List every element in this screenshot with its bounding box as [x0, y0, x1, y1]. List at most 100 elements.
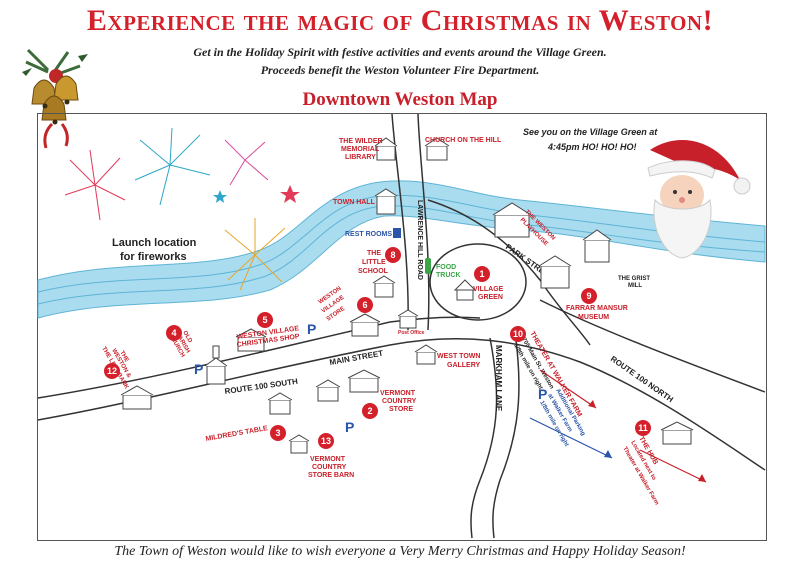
label-west-town-line1: WEST TOWN — [437, 353, 480, 360]
label-vermont-store-line3: STORE — [389, 406, 413, 413]
label-wilder-line1: THE WILDER — [339, 138, 383, 145]
marker-5: 5 — [257, 312, 273, 328]
marker-10: 10 — [510, 326, 526, 342]
label-food-truck-line1: FOOD — [436, 264, 456, 271]
map-title: Downtown Weston Map — [302, 89, 498, 110]
parking-icon: P — [345, 419, 354, 435]
marker-2: 2 — [362, 403, 378, 419]
road-label-lawrence-hill: LAWRENCE HILL ROAD — [416, 200, 423, 280]
marker-9: 9 — [581, 288, 597, 304]
label-vcs-barn-line2: COUNTRY — [312, 464, 347, 471]
svg-text:8: 8 — [390, 250, 395, 260]
map-frame — [37, 113, 767, 541]
label-wilder-line2: MEMORIAL — [341, 146, 380, 153]
parking-icon: P — [194, 361, 203, 377]
food-truck-icon — [425, 258, 431, 274]
building-icon — [315, 379, 341, 402]
building-icon — [492, 202, 532, 238]
footer-message: The Town of Weston would like to wish ev… — [114, 544, 686, 559]
svg-text:3: 3 — [275, 428, 280, 438]
santa-message-line1: See you on the Village Green at — [523, 127, 658, 137]
building-icon — [374, 137, 398, 161]
subtitle-line-2: Proceeds benefit the Weston Volunteer Fi… — [260, 63, 540, 77]
marker-8: 8 — [385, 247, 401, 263]
road-network — [37, 113, 766, 539]
label-village-green-line1: VILLAGE — [473, 286, 504, 293]
building-icon — [288, 434, 310, 454]
subtitle-line-1: Get in the Holiday Spirit with festive a… — [193, 45, 607, 59]
label-little-school-line3: SCHOOL — [358, 268, 389, 275]
fireworks-label-line1: Launch location — [112, 237, 197, 249]
label-vcs-barn-line1: VERMONT — [310, 456, 346, 463]
marker-13: 13 — [318, 433, 334, 449]
building-icon — [397, 309, 419, 329]
svg-text:2: 2 — [367, 406, 372, 416]
label-food-truck-line2: TRUCK — [436, 272, 461, 279]
restroom-icon — [393, 228, 401, 238]
marker-4: 4 — [166, 325, 182, 341]
road-label-markham-lane: MARKHAM LANE — [494, 345, 503, 412]
label-old-parish-line1: OLD — [181, 330, 193, 345]
fireworks-icon — [64, 127, 300, 291]
label-farrar-line2: MUSEUM — [578, 314, 609, 321]
parking-icon: P — [538, 386, 547, 402]
building-icon — [414, 344, 438, 365]
label-wilder-line3: LIBRARY — [345, 154, 376, 161]
building-icon — [267, 392, 293, 415]
svg-text:12: 12 — [107, 366, 117, 376]
building-icon — [235, 328, 267, 352]
label-little-school-line1: THE — [367, 250, 381, 257]
label-farrar-line1: FARRAR MANSUR — [566, 305, 628, 312]
river — [37, 180, 766, 319]
arrow-theater — [539, 369, 597, 409]
road-label-route100-south: ROUTE 100 SOUTH — [224, 377, 299, 396]
marker-3: 3 — [270, 425, 286, 441]
bells-ornament-icon — [22, 48, 88, 149]
parking-icon: P — [307, 321, 316, 337]
marker-6: 6 — [357, 297, 373, 313]
label-vermont-store-line2: COUNTRY — [382, 398, 417, 405]
label-grist-mill-line1: THE GRIST — [618, 276, 650, 282]
label-grist-mill-line2: MILL — [628, 283, 642, 289]
svg-text:5: 5 — [262, 315, 267, 325]
label-post-office: Post Office — [398, 330, 425, 336]
label-town-hall: TOWN HALL — [333, 199, 376, 206]
label-vermont-store-line1: VERMONT — [380, 390, 416, 397]
marker-1: 1 — [474, 266, 490, 282]
headline-title: Experience the magic of Christmas in Wes… — [86, 4, 714, 37]
marker-12: 12 — [104, 363, 120, 379]
label-village-green-line2: GREEN — [478, 294, 503, 301]
building-icon — [424, 137, 450, 161]
village-green-gazebo — [453, 279, 477, 301]
arrow-hub — [639, 449, 707, 483]
svg-text:9: 9 — [586, 291, 591, 301]
arrow-addl-parking — [529, 417, 613, 459]
label-church-on-hill: CHURCH ON THE HILL — [425, 137, 502, 144]
label-vcs-barn-line3: STORE BARN — [308, 472, 354, 479]
santa-icon — [647, 140, 751, 259]
label-mildreds: MILDRED'S TABLE — [205, 425, 269, 443]
svg-text:6: 6 — [362, 300, 367, 310]
building-icon — [347, 369, 381, 393]
label-west-town-line2: GALLERY — [447, 362, 481, 369]
fireworks-label-line2: for fireworks — [120, 251, 187, 263]
svg-text:11: 11 — [638, 423, 648, 433]
svg-text:13: 13 — [321, 436, 331, 446]
label-left-bank-line1: THE — [118, 350, 129, 363]
building-icon — [374, 188, 398, 215]
building-icon — [538, 255, 572, 289]
svg-text:4: 4 — [171, 328, 176, 338]
building-icon — [582, 229, 612, 263]
building-icon — [349, 313, 381, 337]
building-icon — [660, 421, 694, 445]
svg-text:10: 10 — [513, 329, 523, 339]
svg-text:1: 1 — [479, 269, 484, 279]
building-icon — [372, 275, 396, 298]
building-icon — [120, 385, 154, 410]
label-rest-rooms: REST ROOMS — [345, 231, 392, 238]
buildings — [120, 137, 694, 454]
santa-message-line2: 4:45pm HO! HO! HO! — [547, 142, 637, 152]
label-little-school-line2: LITTLE — [362, 259, 386, 266]
building-icon — [204, 345, 228, 385]
